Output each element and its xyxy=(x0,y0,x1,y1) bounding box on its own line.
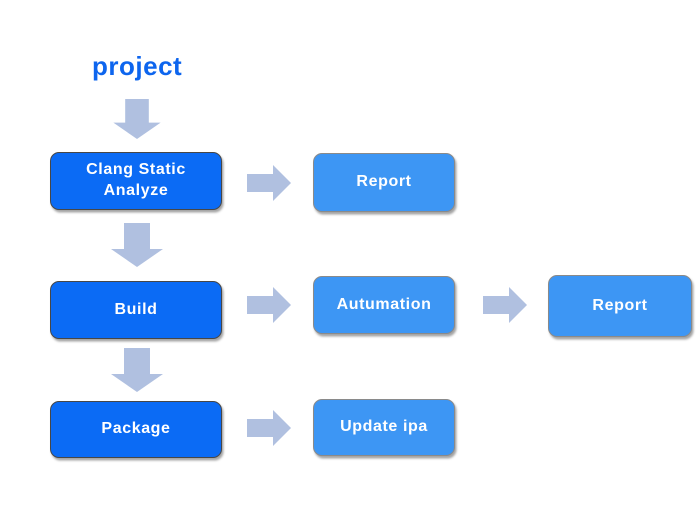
node-package: Package xyxy=(50,401,222,458)
arrow-down-icon xyxy=(111,99,163,139)
node-build: Build xyxy=(50,281,222,339)
node-clang-static-analyze: Clang Static Analyze xyxy=(50,152,222,210)
arrow-right-icon xyxy=(247,165,291,201)
node-report-automation: Report xyxy=(548,275,692,337)
node-report-analyze: Report xyxy=(313,153,455,212)
arrow-down-icon xyxy=(111,222,163,268)
arrow-right-icon xyxy=(247,287,291,323)
arrow-down-icon xyxy=(111,347,163,393)
arrow-right-icon xyxy=(483,287,527,323)
arrow-right-icon xyxy=(247,410,291,446)
diagram-title: project xyxy=(92,51,183,81)
node-update-ipa: Update ipa xyxy=(313,399,455,456)
node-autumation: Autumation xyxy=(313,276,455,334)
